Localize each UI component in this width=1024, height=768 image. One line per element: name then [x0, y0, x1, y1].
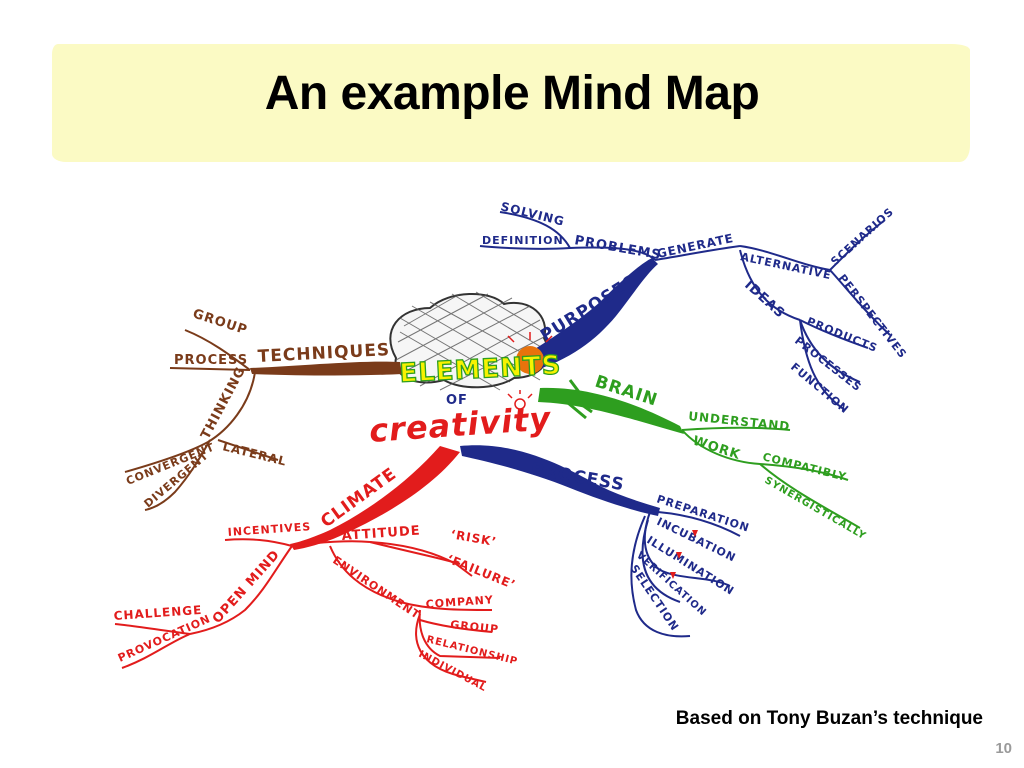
sun-rays	[502, 332, 553, 363]
sparkle-icon	[507, 390, 533, 410]
credit-caption: Based on Tony Buzan’s technique	[675, 708, 983, 729]
orange-sun	[516, 346, 544, 374]
solving-label: SOLVING	[499, 199, 566, 228]
environment-label: ENVIRONMENT	[330, 554, 422, 622]
work-label: WORK	[691, 434, 743, 464]
incentives-label: INCENTIVES	[227, 520, 311, 539]
definition-label: DEFINITION	[482, 234, 564, 247]
process-branch	[460, 445, 741, 638]
center-of-label: OF	[446, 393, 468, 408]
problems-label: PROBLEMS	[573, 233, 662, 263]
open-mind-label: OPEN MIND	[210, 547, 284, 626]
alternative-label: ALTERNATIVE	[739, 250, 832, 282]
brain-branch	[538, 379, 861, 529]
process-label: PROCESS	[174, 353, 248, 368]
mind-map: TECHNIQUES GROUP PROCESS THINKING CONVER…	[113, 199, 909, 694]
lateral-label: LATERAL	[221, 439, 288, 468]
center-title: ELEMENTS OF creativity	[368, 332, 563, 450]
title-band	[52, 44, 970, 162]
page-number: 10	[995, 740, 1012, 757]
generate-label: GENERATE	[656, 231, 735, 261]
scenarios-label: SCENARIOS	[828, 205, 896, 268]
techniques-branch	[124, 329, 402, 511]
synergistically-label: SYNERGISTICALLY	[763, 475, 869, 542]
slide-title: An example Mind Map	[264, 67, 760, 120]
challenge-label: CHALLENGE	[113, 603, 202, 623]
group-label-climate: GROUP	[450, 618, 500, 636]
ideas-label: IDEAS	[741, 278, 787, 322]
process-arrows	[670, 530, 698, 579]
climate-branch	[114, 446, 501, 683]
risk-label: ‘RISK’	[449, 527, 497, 549]
group-label: GROUP	[191, 307, 250, 339]
purposes-branch	[479, 211, 891, 411]
attitude-label: ATTITUDE	[341, 524, 421, 544]
understand-label: UNDERSTAND	[688, 409, 791, 434]
failure-label: ‘FAILURE’	[445, 552, 518, 592]
central-brain-doodle	[389, 291, 550, 391]
company-label: COMPANY	[425, 593, 494, 611]
